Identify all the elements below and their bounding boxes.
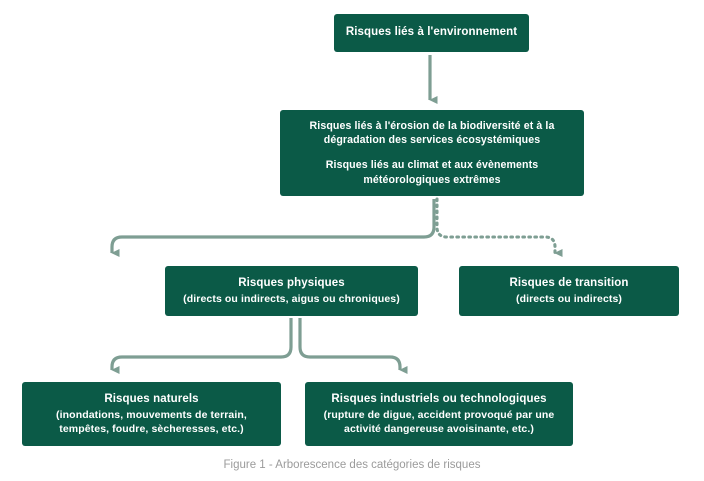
node-transition-subtitle: (directs ou indirects) xyxy=(515,292,623,305)
connector-erosion-to-transition xyxy=(435,197,563,258)
node-risques-transition: Risques de transition (directs ou indire… xyxy=(459,266,679,316)
node-naturels-title: Risques naturels xyxy=(104,393,199,406)
connector-physiques-to-industriels xyxy=(298,318,408,375)
node-risques-physiques: Risques physiques (directs ou indirects,… xyxy=(165,266,418,316)
node-transition-title: Risques de transition xyxy=(509,277,629,290)
node-industriels-title: Risques industriels ou technologiques xyxy=(331,393,547,406)
figure-caption: Figure 1 - Arborescence des catégories d… xyxy=(223,459,481,471)
node-physiques-title: Risques physiques xyxy=(238,277,345,290)
node-environnement-title: Risques liés à l'environnement xyxy=(345,26,518,39)
node-climat-paragraph: Risques liés au climat et aux évènements… xyxy=(325,159,539,186)
connector-physiques-to-naturels xyxy=(110,318,293,375)
node-naturels-subtitle: (inondations, mouvements de terrain, tem… xyxy=(56,408,247,435)
node-risques-environnement: Risques liés à l'environnement xyxy=(334,14,529,52)
node-risques-erosion-climat: Risques liés à l'érosion de la biodivers… xyxy=(280,110,584,196)
node-industriels-subtitle: (rupture de digue, accident provoqué par… xyxy=(323,408,555,435)
node-risques-naturels: Risques naturels (inondations, mouvement… xyxy=(22,382,281,446)
node-risques-industriels: Risques industriels ou technologiques (r… xyxy=(305,382,573,446)
connector-erosion-to-physiques xyxy=(110,199,436,258)
node-physiques-subtitle: (directs ou indirects, aigus ou chroniqu… xyxy=(183,292,400,305)
node-erosion-paragraph: Risques liés à l'érosion de la biodivers… xyxy=(309,119,555,147)
